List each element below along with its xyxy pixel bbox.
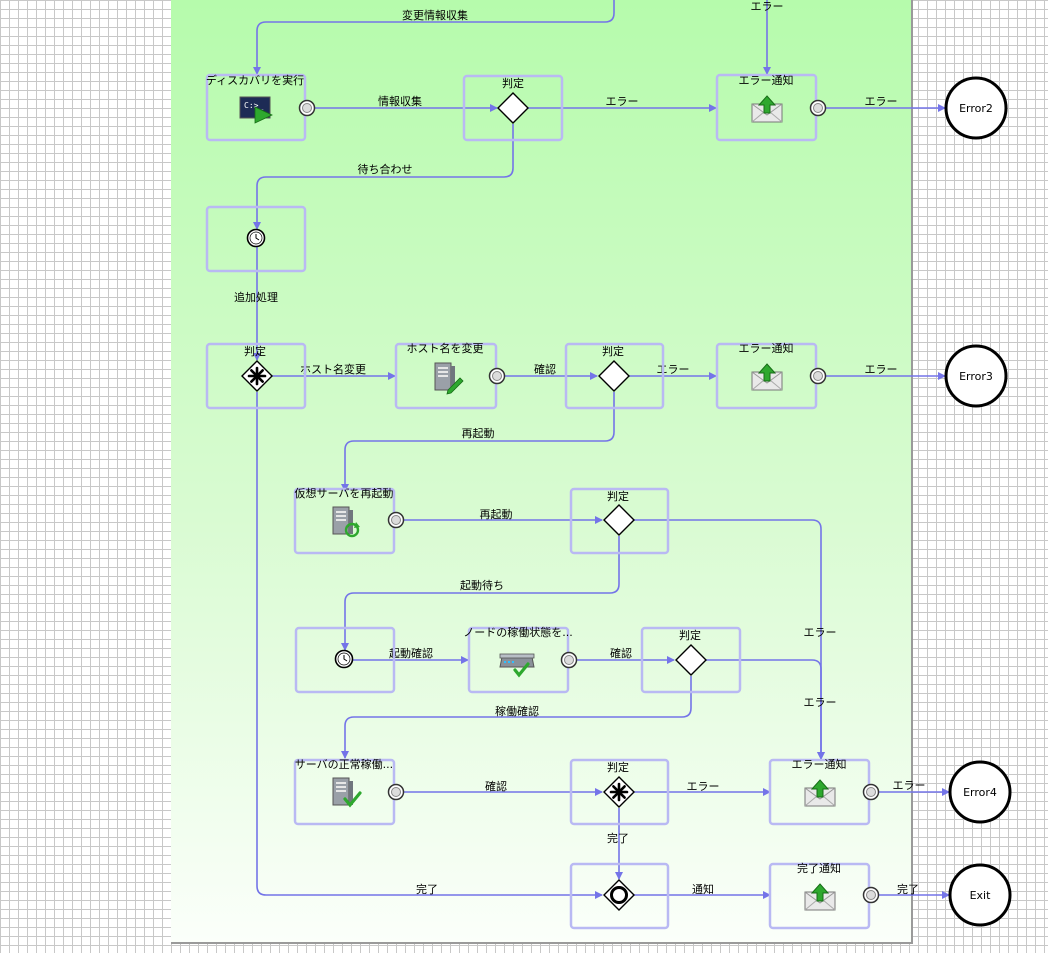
node-wait[interactable]	[205, 205, 307, 273]
node-servercheck-label: サーバの正常稼働...	[295, 757, 393, 771]
mail-send-icon	[804, 779, 836, 807]
edge-label-notify: 通知	[692, 882, 714, 896]
node-judge3-label: 判定	[602, 344, 624, 358]
network-check-icon	[499, 653, 535, 678]
node-judge2-label: 判定	[244, 344, 266, 358]
node-judge6-label: 判定	[607, 760, 629, 774]
output-port[interactable]	[862, 783, 880, 801]
node-reboot[interactable]: 仮想サーバを再起動	[293, 486, 405, 555]
node-errnotify2-label: エラー通知	[739, 341, 794, 355]
edge-label-en1-error: エラー	[865, 95, 898, 108]
edge-label-confirm2: 確認	[610, 646, 632, 660]
node-errnotify3[interactable]: エラー通知	[768, 757, 880, 826]
mail-send-icon	[751, 95, 783, 123]
edge-label-j4-error: エラー	[804, 626, 837, 639]
node-errnotify1-label: エラー通知	[739, 73, 794, 87]
edge-label-restart1: 再起動	[462, 426, 495, 440]
node-judge3[interactable]: 判定	[564, 342, 665, 410]
end-error4-label: Error4	[963, 786, 997, 799]
node-reboot-label: 仮想サーバを再起動	[295, 486, 394, 500]
node-judge5[interactable]: 判定	[640, 626, 742, 694]
server-check-icon	[332, 777, 362, 808]
edge-label-boot-wait: 起動待ち	[460, 578, 504, 592]
server-restart-icon	[332, 506, 360, 538]
end-error3-label: Error3	[959, 370, 993, 383]
edge-label-done2: 完了	[416, 882, 438, 896]
edge-label-info-collect: 情報収集	[378, 94, 422, 108]
complex-gateway-icon	[602, 775, 636, 809]
node-discovery[interactable]: ディスカバリを実行 C:>_	[205, 73, 316, 142]
node-donenotify-label: 完了通知	[797, 861, 841, 875]
output-port[interactable]	[387, 783, 405, 801]
node-judge6[interactable]: 判定	[569, 758, 670, 826]
node-judge1-label: 判定	[502, 76, 524, 90]
edge-label-boot-confirm: 起動確認	[389, 646, 433, 660]
node-judge4[interactable]: 判定	[569, 487, 670, 555]
edge-label-run-confirm: 稼働確認	[495, 704, 539, 718]
node-judge1[interactable]: 判定	[462, 74, 564, 142]
edge-label-confirm3: 確認	[485, 779, 507, 793]
edge-label-done1: 完了	[607, 831, 629, 845]
inclusive-gateway-icon	[602, 878, 636, 912]
node-errnotify1[interactable]: エラー通知	[715, 73, 827, 142]
edge-labels: 変更情報収集 エラー 情報収集 エラー エラー 待ち合わせ 追加処理 ホスト名変…	[234, 0, 926, 896]
end-error2-label: Error2	[959, 102, 993, 115]
flow-lines	[253, 0, 950, 899]
node-servercheck[interactable]: サーバの正常稼働...	[293, 757, 405, 826]
node-judge2[interactable]: 判定	[205, 342, 307, 410]
edge-label-done3: 完了	[897, 882, 919, 896]
exclusive-gateway-icon	[675, 644, 707, 676]
node-boot-wait[interactable]	[294, 626, 396, 694]
exclusive-gateway-icon	[497, 92, 529, 124]
edge-label-j5-error: エラー	[804, 696, 837, 709]
edge-label-top-collect: 変更情報収集	[402, 8, 468, 22]
complex-gateway-icon	[240, 359, 274, 393]
node-errnotify2[interactable]: エラー通知	[715, 341, 827, 410]
edge-label-top-error: エラー	[751, 0, 784, 13]
exclusive-gateway-icon	[598, 360, 630, 392]
output-port[interactable]	[298, 99, 316, 117]
node-donenotify[interactable]: 完了通知	[768, 861, 880, 930]
edge-label-wait-join: 待ち合わせ	[358, 162, 413, 176]
timer-icon	[334, 649, 354, 669]
edge-label-hostname-change: ホスト名変更	[300, 362, 366, 376]
terminal-icon: C:>_	[239, 96, 273, 124]
end-error4[interactable]: Error4	[948, 760, 1012, 824]
node-judge4-label: 判定	[607, 489, 629, 503]
node-discovery-label: ディスカバリを実行	[206, 73, 304, 87]
edge-label-en2-error: エラー	[865, 363, 898, 376]
edge-label-additional: 追加処理	[234, 290, 278, 304]
edge-label-j1-error: エラー	[606, 95, 639, 108]
output-port[interactable]	[387, 511, 405, 529]
mail-send-icon	[751, 363, 783, 391]
svg-text:C:>_: C:>_	[244, 101, 263, 110]
end-error3[interactable]: Error3	[944, 344, 1008, 408]
node-join[interactable]	[569, 862, 670, 930]
output-port[interactable]	[862, 886, 880, 904]
node-hostname[interactable]: ホスト名を変更	[394, 341, 506, 410]
output-port[interactable]	[809, 367, 827, 385]
server-edit-icon	[434, 362, 464, 395]
output-port[interactable]	[560, 651, 578, 669]
edge-label-en3-error: エラー	[893, 779, 926, 792]
node-hostname-label: ホスト名を変更	[407, 341, 484, 355]
end-error2[interactable]: Error2	[944, 76, 1008, 140]
end-exit[interactable]: Exit	[948, 863, 1012, 927]
node-nodestate-label: ノードの稼働状態を...	[463, 625, 573, 639]
node-errnotify3-label: エラー通知	[792, 757, 847, 771]
output-port[interactable]	[488, 367, 506, 385]
end-exit-label: Exit	[970, 889, 992, 902]
edge-label-j6-error: エラー	[687, 780, 720, 793]
node-judge5-label: 判定	[679, 628, 701, 642]
edge-label-j3-error: エラー	[657, 363, 690, 376]
output-port[interactable]	[809, 99, 827, 117]
mail-send-icon	[804, 883, 836, 911]
edge-label-confirm1: 確認	[534, 362, 556, 376]
node-nodestate[interactable]: ノードの稼働状態を...	[463, 625, 578, 694]
timer-icon	[246, 228, 266, 248]
edge-label-restart2: 再起動	[480, 507, 513, 521]
exclusive-gateway-icon	[603, 504, 635, 536]
